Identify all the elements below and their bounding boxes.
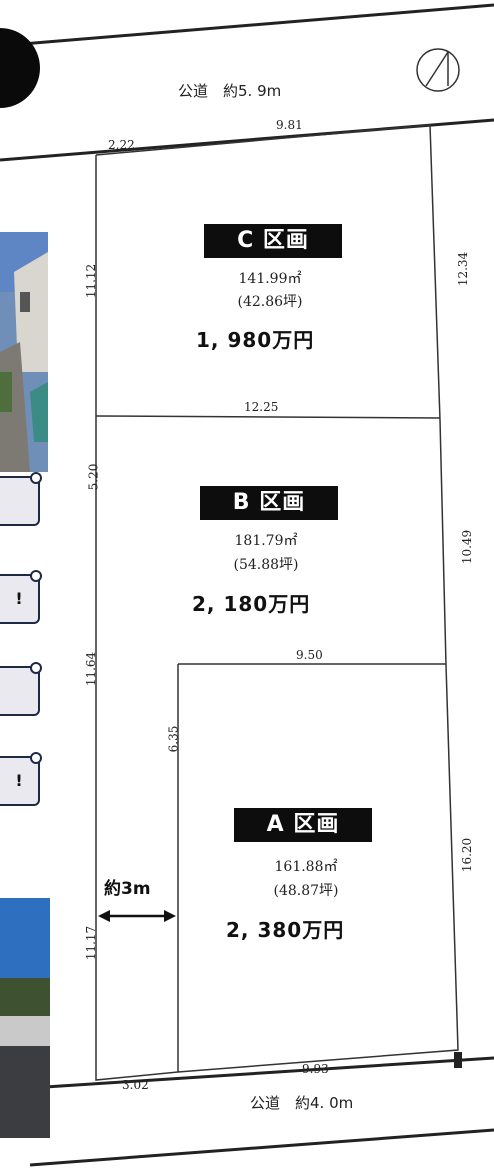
dim-left-c: 11.12 [84, 263, 99, 299]
dim-left-b: 5.20 [86, 463, 101, 491]
dim-right-c: 12.34 [456, 251, 471, 287]
lot-a-tsubo: (48.87坪) [273, 883, 339, 899]
dim-top-main: 9.81 [276, 118, 303, 132]
lot-b-tag: B 区画 [200, 486, 338, 520]
dim-right-a: 16.20 [460, 837, 475, 873]
note-mark-2: ! [15, 771, 23, 790]
lot-c-price: 1, 980万円 [196, 328, 315, 352]
street-photo-top [0, 232, 48, 472]
passage-width-label: 約3m [104, 879, 151, 899]
lot-a-tag: A 区画 [234, 808, 372, 842]
lot-c-tag: C 区画 [204, 224, 342, 258]
street-photo-bottom [0, 898, 50, 1138]
north-road-label: 公道 約5. 9m [178, 82, 282, 100]
dim-left-mid: 11.64 [84, 651, 99, 687]
dim-passage: 6.35 [166, 725, 181, 753]
note-box-2: ! [0, 570, 42, 624]
dim-c-b-boundary: 12.25 [244, 400, 279, 414]
note-box-3 [0, 662, 42, 716]
note-box-1 [0, 472, 42, 526]
dim-top-left: 2.22 [108, 138, 135, 152]
lot-a-area: 161.88㎡ [274, 859, 338, 875]
lot-c-tsubo: (42.86坪) [237, 294, 303, 310]
lot-b-tsubo: (54.88坪) [233, 557, 299, 573]
note-mark-1: ! [15, 589, 23, 608]
note-box-4: ! [0, 752, 42, 806]
dim-left-bottom: 11.17 [84, 925, 99, 961]
lot-b-area: 181.79㎡ [234, 533, 298, 549]
dim-right-b: 10.49 [460, 529, 475, 565]
dim-b-a-boundary: 9.50 [296, 648, 323, 662]
lot-b-price: 2, 180万円 [192, 592, 311, 616]
lot-a-price: 2, 380万円 [226, 918, 345, 942]
dim-bottom-left: 3.02 [122, 1078, 149, 1092]
dim-bottom-main: 9.93 [302, 1062, 329, 1076]
north-arrow-icon [416, 48, 460, 92]
south-road-label: 公道 約4. 0m [250, 1094, 354, 1112]
lot-c-area: 141.99㎡ [238, 271, 302, 287]
